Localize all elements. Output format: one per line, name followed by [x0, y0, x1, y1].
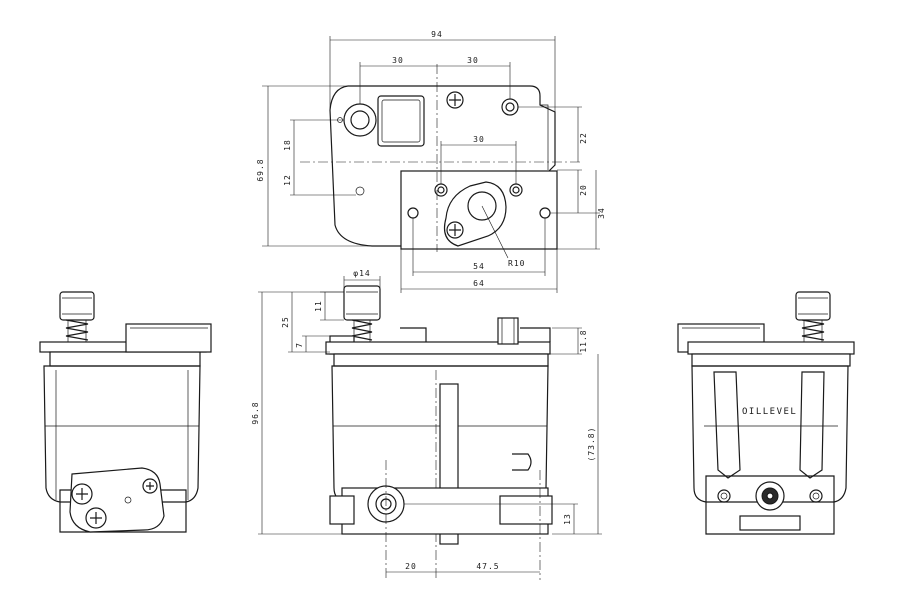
- top-view: 94 30 30 69.8 18 12 22 30 20 34 54 64 R1…: [256, 30, 606, 293]
- dim-right-flange: 11.8: [579, 329, 588, 352]
- dim-knob-height: 11: [314, 300, 323, 312]
- dim-radius: R10: [508, 259, 525, 268]
- dim-port-left: 20: [405, 562, 417, 571]
- spring: [65, 319, 89, 341]
- dim-upper-offset: 18: [283, 139, 292, 151]
- dim-overall-width: 94: [431, 30, 443, 39]
- top-right-hole: [501, 98, 519, 116]
- slot-boss: [443, 181, 507, 247]
- dim-top-to-flange: 25: [281, 316, 290, 328]
- dim-overall-height: 96.8: [251, 401, 260, 424]
- oil-level-label: OILLEVEL: [742, 407, 797, 417]
- front-view: φ14 11 25 7 96.8 11.8 (73.8) 13 20 47.5: [251, 269, 602, 580]
- level-guard: [713, 371, 741, 479]
- screw-icon: [446, 221, 464, 239]
- dim-right-top: 22: [579, 132, 588, 144]
- screw-icon: [446, 91, 464, 109]
- dim-flange-step: 7: [295, 342, 304, 348]
- left-side-view: [39, 291, 212, 533]
- dim-ref-height: (73.8): [587, 427, 596, 462]
- dim-height: 69.8: [256, 158, 265, 181]
- dim-plate-hole-spacing: 30: [473, 135, 485, 144]
- knob: [59, 291, 95, 321]
- dim-left-to-center: 30: [392, 56, 404, 65]
- rear-view: OILLEVEL: [677, 291, 855, 535]
- dim-center-to-hole: 30: [467, 56, 479, 65]
- small-hole: [355, 186, 365, 196]
- dim-plate-offset: 20: [579, 184, 588, 196]
- square-window: [377, 95, 425, 147]
- dim-inner-width: 54: [473, 262, 485, 271]
- knob: [343, 285, 381, 321]
- knob: [795, 291, 831, 321]
- level-guard: [799, 371, 825, 479]
- dim-port-height: 13: [563, 513, 572, 525]
- dim-port-right: 47.5: [476, 562, 499, 571]
- spring: [801, 319, 825, 341]
- dim-plate-width: 64: [473, 279, 485, 288]
- spring: [351, 319, 373, 341]
- dim-lower-offset: 12: [283, 174, 292, 186]
- mounting-plate: [400, 170, 558, 250]
- dim-knob-dia: φ14: [353, 269, 370, 278]
- dim-plate-height: 34: [597, 207, 606, 219]
- left-boss: [343, 103, 377, 137]
